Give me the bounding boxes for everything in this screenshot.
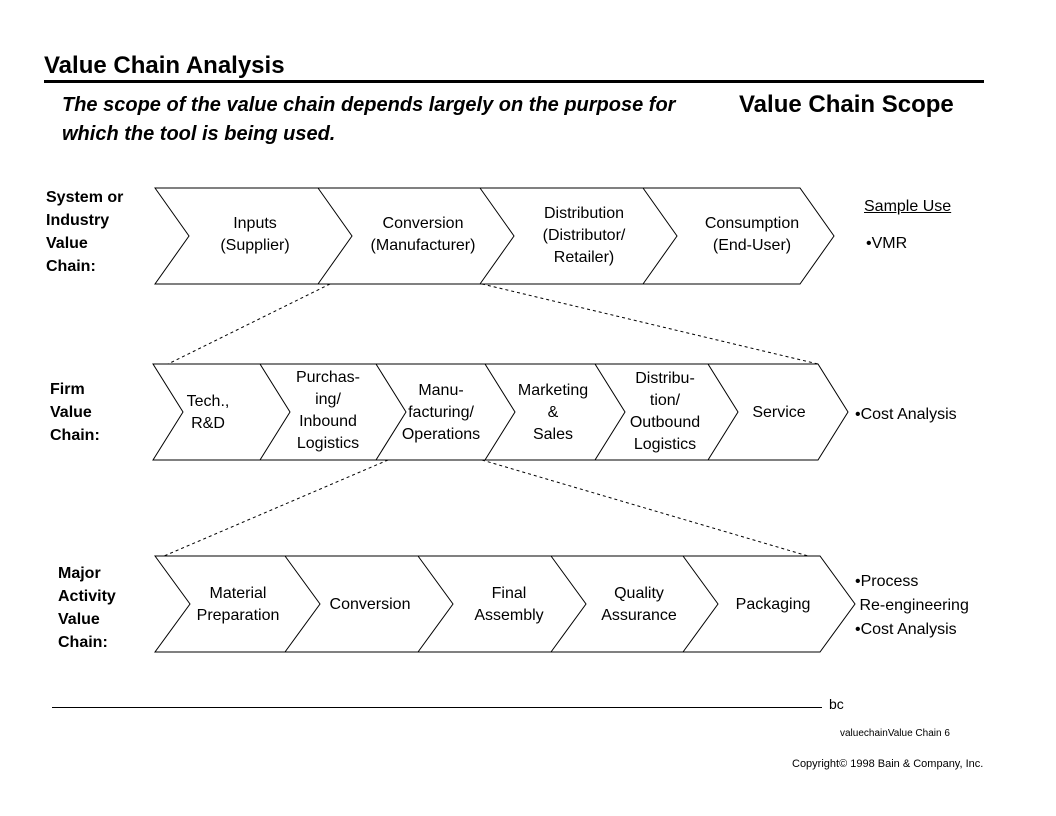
sample-use-heading: Sample Use <box>864 198 952 215</box>
chain-segment-label: Manu-facturing/Operations <box>402 382 480 443</box>
row-label-major: Major Activity Value Chain: <box>58 565 116 651</box>
chain-segment-label: Consumption(End-User) <box>705 215 799 254</box>
chevron-divider <box>259 363 291 461</box>
sample-use-vmr: •VMR <box>866 235 908 252</box>
row-label-firm: Firm Value Chain: <box>50 381 100 444</box>
chain-segment-label: Distribution(Distributor/Retailer) <box>543 205 626 266</box>
file-label: valuechainValue Chain 6 <box>840 728 950 739</box>
chevron-divider <box>317 187 353 285</box>
chain-segment-label: Inputs(Supplier) <box>220 215 289 254</box>
chain-outline <box>152 363 849 461</box>
chain-segment-label: Conversion(Manufacturer) <box>371 215 476 254</box>
chain-segment-label: Conversion <box>330 596 411 613</box>
chain-segment-label: Marketing&Sales <box>518 382 588 443</box>
chain-outline <box>154 555 856 653</box>
scope-title: Value Chain Scope <box>739 91 954 118</box>
chevron-divider <box>484 363 516 461</box>
chevron-divider <box>417 555 454 653</box>
footer-rule <box>52 707 822 708</box>
footer-mark: bc <box>829 696 844 712</box>
chevron-divider <box>682 555 719 653</box>
chevron-divider <box>375 363 407 461</box>
chevron-divider <box>707 363 739 461</box>
page-title: Value Chain Analysis <box>44 52 285 79</box>
title-rule <box>44 80 984 83</box>
zoom-connector-line <box>163 459 389 557</box>
copyright: Copyright© 1998 Bain & Company, Inc. <box>792 758 984 770</box>
chevron-divider <box>284 555 321 653</box>
zoom-connector-line <box>167 283 331 365</box>
chain-segment-label: Tech.,R&D <box>187 393 230 432</box>
chevron-divider <box>642 187 678 285</box>
chain-outline <box>154 187 835 285</box>
chevron-divider <box>479 187 515 285</box>
zoom-connector-line <box>481 283 819 365</box>
sample-use-process: •Process Re-engineering •Cost Analysis <box>855 573 969 638</box>
sample-use-cost-analysis: •Cost Analysis <box>855 406 957 423</box>
row-label-system: System or Industry Value Chain: <box>46 189 124 275</box>
subtitle: The scope of the value chain depends lar… <box>62 94 676 145</box>
system-chain-row: Inputs(Supplier) Conversion(Manufacturer)… <box>154 187 835 285</box>
chevron-divider <box>594 363 626 461</box>
zoom-connector-line <box>481 459 809 557</box>
chevron-divider <box>550 555 587 653</box>
chain-segment-label: Service <box>752 404 805 421</box>
zoom-connectors <box>163 283 819 557</box>
chain-segment-label: Packaging <box>736 596 811 613</box>
